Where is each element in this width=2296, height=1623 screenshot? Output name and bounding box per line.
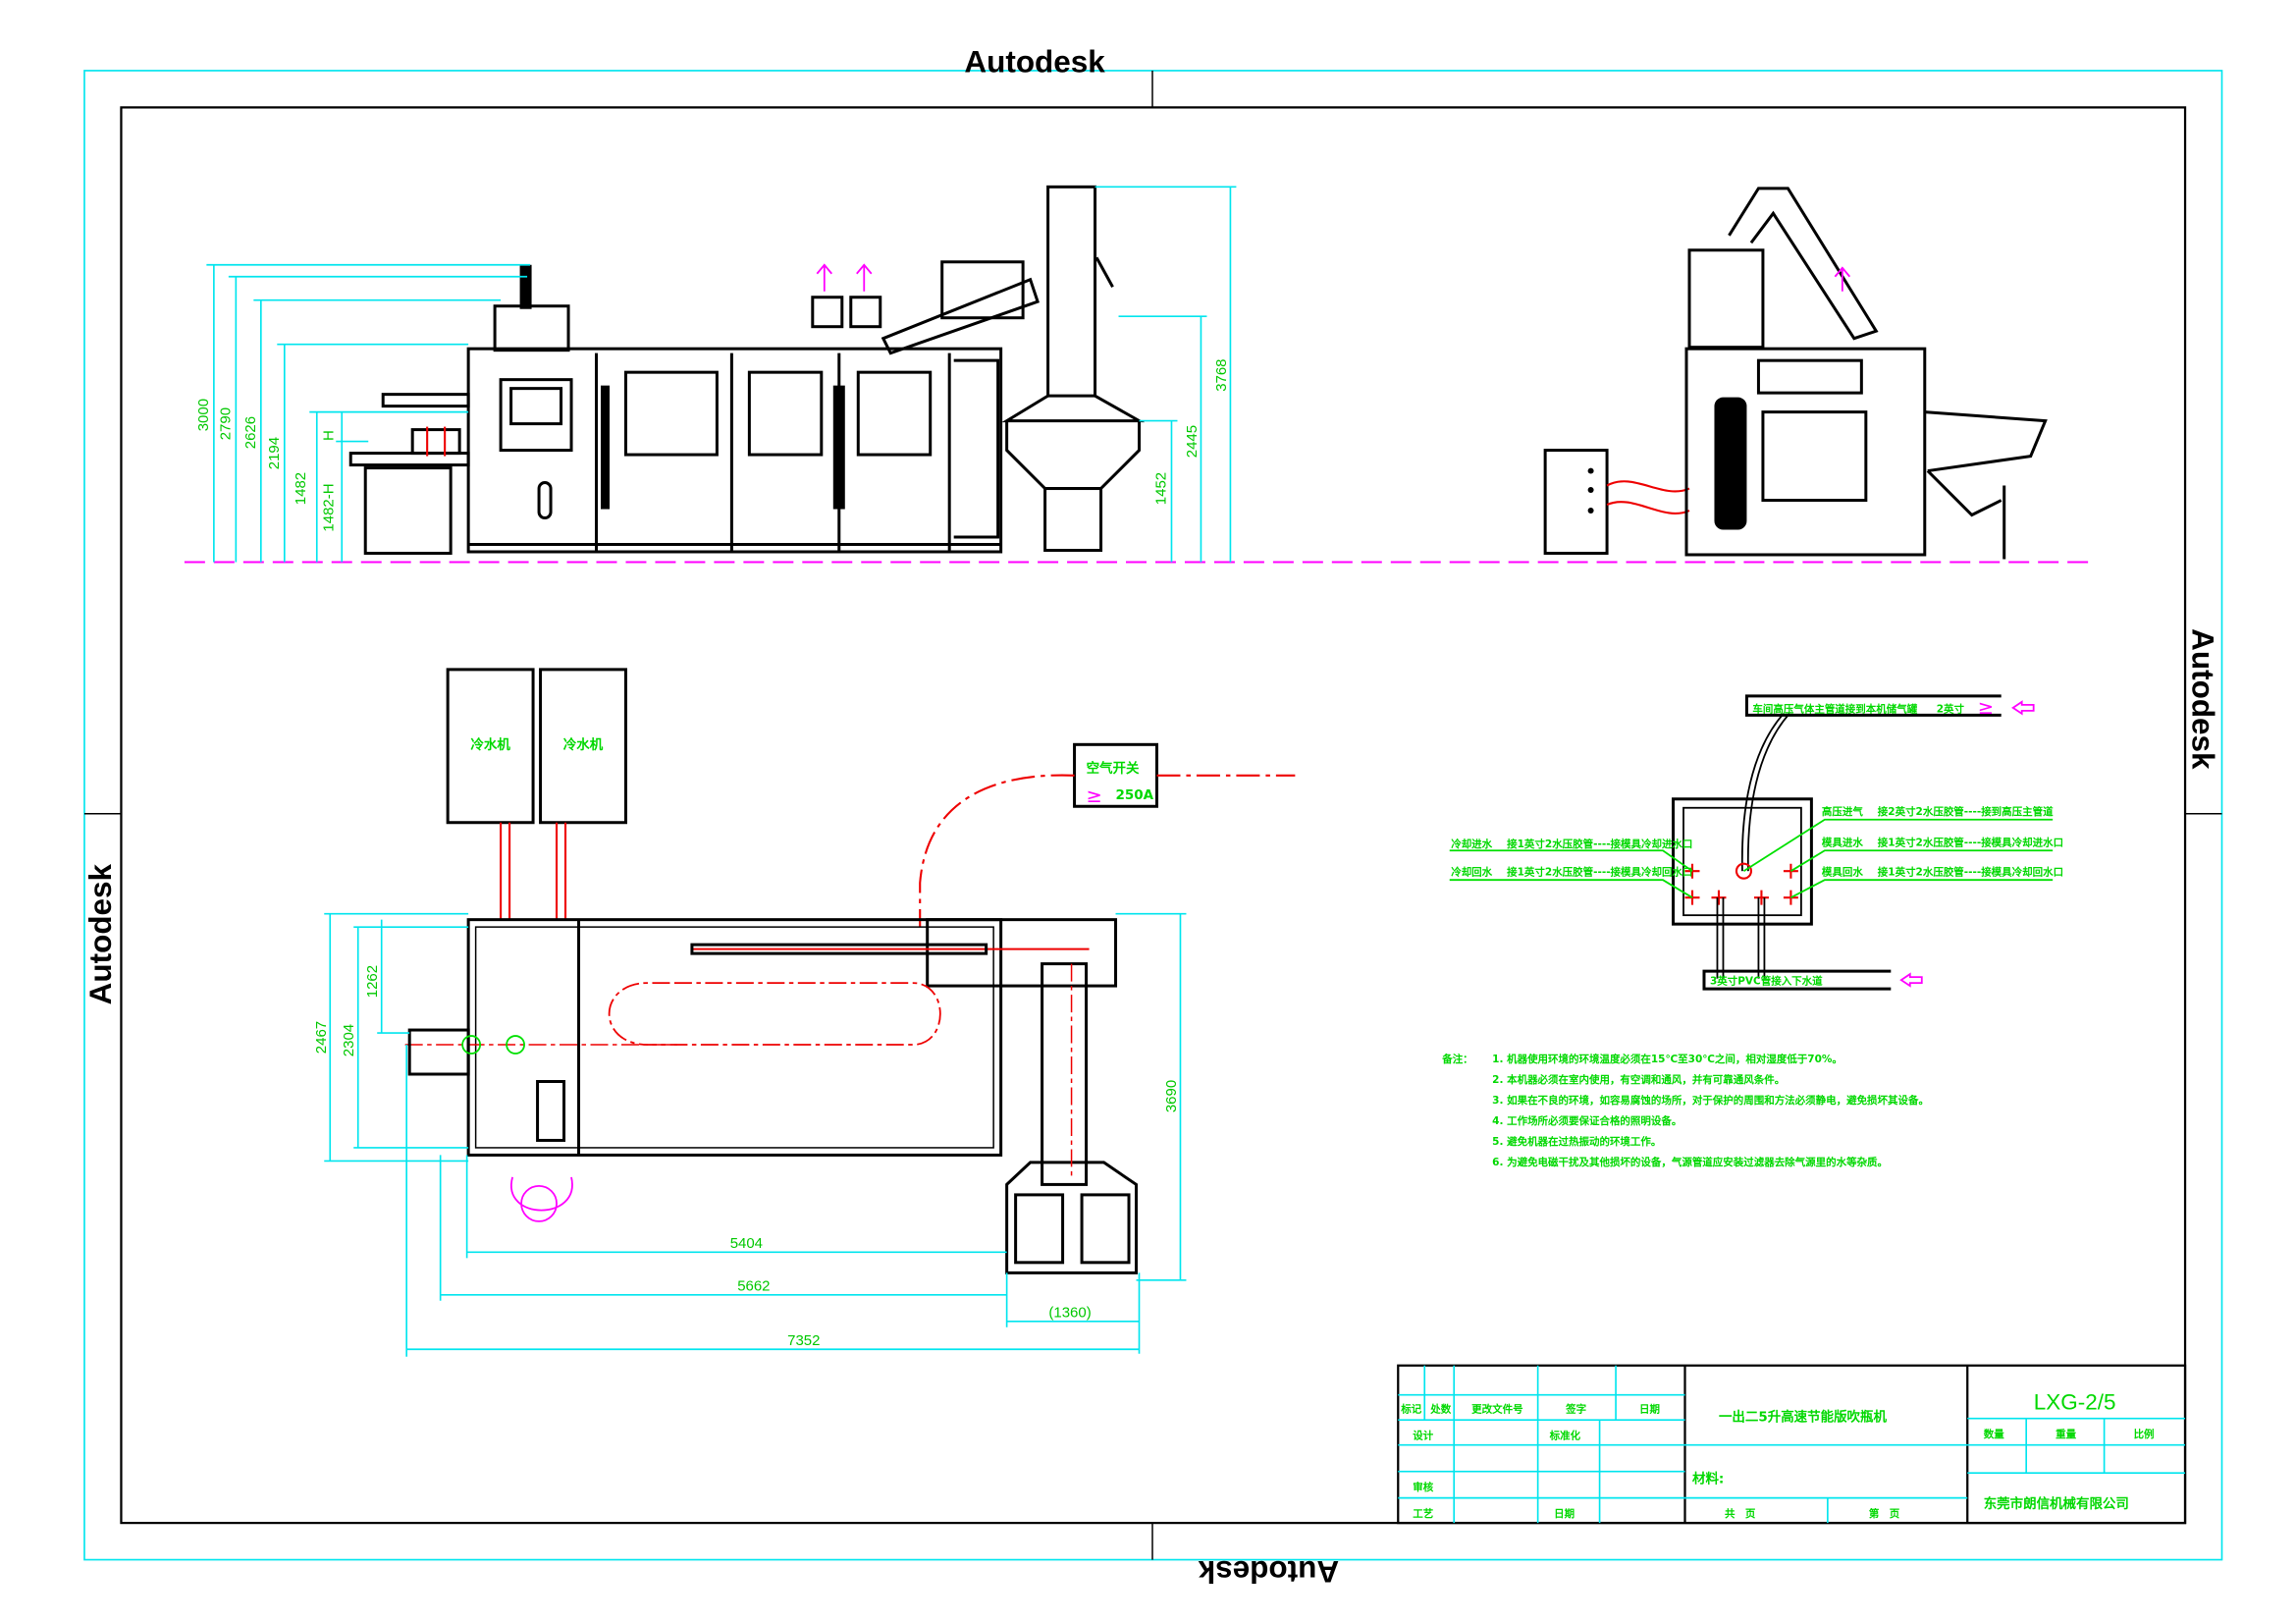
watermark-right: Autodesk	[2186, 628, 2220, 770]
right-callout-1-name: 高压进气	[1822, 805, 1863, 818]
dim-3768: 3768	[1213, 358, 1230, 391]
tb-date: 日期	[1639, 1403, 1660, 1416]
dim-2304: 2304	[341, 1024, 357, 1056]
note-2: 2. 本机器必须在室内使用，有空调和通风，并有可靠通风条件。	[1492, 1073, 1785, 1086]
air-switch-rating: 250A	[1116, 787, 1154, 803]
tb-design: 设计	[1413, 1430, 1433, 1442]
tb-drawing-no: LXG-2/5	[2034, 1390, 2116, 1415]
right-callout-3-desc: 接1英寸2水压胶管----接模具冷却回水口	[1878, 866, 2063, 879]
air-switch-symbol: ≥	[1087, 784, 1102, 807]
dim-1360: (1360)	[1048, 1304, 1091, 1321]
dim-2467: 2467	[313, 1021, 330, 1054]
left-callout-2-name: 冷却回水	[1451, 866, 1492, 879]
air-switch-label: 空气开关	[1087, 760, 1140, 777]
tb-change-doc: 更改文件号	[1471, 1403, 1522, 1416]
tb-count: 处数	[1429, 1403, 1451, 1416]
side-view-machine	[1543, 187, 2048, 560]
dim-2790: 2790	[217, 407, 234, 440]
right-callout-3-name: 模具回水	[1822, 866, 1863, 879]
title-block	[1397, 1364, 2187, 1525]
dim-2626: 2626	[242, 416, 259, 449]
tb-material: 材料:	[1692, 1471, 1724, 1488]
watermark-left: Autodesk	[83, 863, 118, 1004]
tb-date2: 日期	[1554, 1507, 1575, 1520]
dim-1262: 1262	[364, 965, 381, 998]
trench-detail	[1449, 694, 2054, 991]
tb-mark: 标记	[1400, 1403, 1421, 1416]
tb-scale: 比例	[2134, 1428, 2155, 1440]
dim-5404: 5404	[730, 1235, 763, 1252]
dim-5662: 5662	[737, 1277, 770, 1294]
top-pipe-label: 车间高压气体主管道接到本机储气罐	[1752, 702, 1917, 715]
drawing-frame	[120, 106, 2187, 1525]
left-callout-1-name: 冷却进水	[1451, 838, 1492, 850]
note-3: 3. 如果在不良的环境，如容易腐蚀的场所，对于保护的周围和方法必须静电，避免损坏…	[1492, 1094, 1929, 1107]
dim-7352: 7352	[787, 1332, 820, 1349]
note-4: 4. 工作场所必须要保证合格的照明设备。	[1492, 1114, 1682, 1127]
note-1: 1. 机器使用环境的环境温度必须在15℃至30℃之间，相对湿度低于70%。	[1492, 1053, 1842, 1065]
chiller-1	[446, 668, 535, 825]
tb-total-pages: 共 页	[1725, 1507, 1756, 1520]
left-callout-1-desc: 接1英寸2水压胶管----接模具冷却进水口	[1507, 838, 1692, 850]
dim-2194: 2194	[266, 437, 283, 469]
tb-quantity: 数量	[1984, 1428, 2004, 1440]
tb-review: 审核	[1413, 1481, 1433, 1493]
top-pipe-symbol: ≥	[1978, 696, 1994, 719]
dim-1452: 1452	[1152, 472, 1169, 505]
top-pipe-size: 2英寸	[1937, 702, 1965, 715]
dim-1482: 1482	[293, 472, 309, 505]
tb-process: 工艺	[1413, 1507, 1433, 1520]
front-dimension-lines	[206, 186, 1237, 563]
dim-3690: 3690	[1163, 1080, 1180, 1112]
bottom-pipe-label: 3英寸PVC管接入下水道	[1710, 975, 1823, 988]
tb-weight: 重量	[2056, 1428, 2076, 1440]
front-view-machine	[348, 185, 1146, 555]
watermark-top: Autodesk	[964, 44, 1105, 79]
chiller-2-label: 冷水机	[563, 736, 604, 753]
note-6: 6. 为避免电磁干扰及其他损坏的设备，气源管道应安装过滤器去除气源里的水等杂质。	[1492, 1156, 1888, 1168]
dim-H: H	[320, 430, 337, 441]
chiller-1-label: 冷水机	[470, 736, 510, 753]
right-callout-2-name: 模具进水	[1822, 837, 1863, 849]
notes-prefix: 备注：	[1441, 1053, 1472, 1065]
tb-title: 一出二5升高速节能版吹瓶机	[1719, 1409, 1888, 1426]
tb-company: 东莞市朗信机械有限公司	[1984, 1495, 2129, 1512]
tb-signature: 签字	[1565, 1403, 1586, 1416]
left-callout-2-desc: 接1英寸2水压胶管----接模具冷却回水口	[1507, 866, 1692, 879]
dim-3000: 3000	[195, 399, 212, 431]
note-5: 5. 避免机器在过热振动的环境工作。	[1492, 1135, 1661, 1148]
dim-1482-H: 1482-H	[320, 483, 337, 531]
chiller-2	[539, 668, 627, 825]
center-marks	[83, 70, 2222, 1560]
tb-page-no: 第 页	[1869, 1507, 1900, 1520]
right-callout-1-desc: 接2英寸2水压胶管----接到高压主管道	[1878, 805, 2054, 818]
floor-dimension-lines	[324, 912, 1187, 1357]
floor-plan	[404, 668, 1296, 1274]
watermark-bottom: Autodesk	[1198, 1554, 1339, 1589]
tb-standardize: 标准化	[1549, 1430, 1581, 1442]
right-callout-2-desc: 接1英寸2水压胶管----接模具冷却进水口	[1878, 837, 2063, 849]
dim-2445: 2445	[1184, 425, 1201, 458]
